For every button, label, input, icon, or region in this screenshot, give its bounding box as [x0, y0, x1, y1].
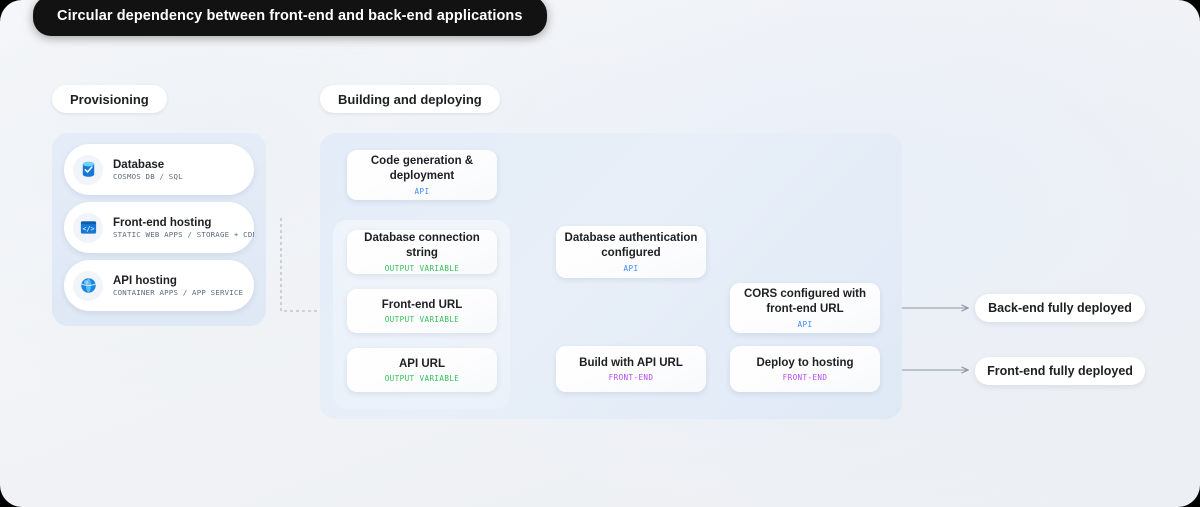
node-database-authentication[interactable]: Database authentication configured API	[556, 226, 706, 278]
node-tag: API	[414, 186, 430, 196]
node-title: Front-end URL	[381, 298, 463, 311]
node-title: Build with API URL	[579, 356, 683, 369]
result-front-end-fully-deployed[interactable]: Front-end fully deployed	[975, 357, 1145, 385]
node-tag: OUTPUT VARIABLE	[384, 263, 460, 273]
node-api-url[interactable]: API URL OUTPUT VARIABLE	[347, 348, 497, 392]
provisioning-card-api-hosting[interactable]: API hosting CONTAINER APPS / APP SERVICE	[64, 260, 254, 311]
globe-icon	[73, 270, 103, 301]
node-code-generation[interactable]: Code generation & deployment API	[347, 150, 497, 200]
result-back-end-fully-deployed[interactable]: Back-end fully deployed	[975, 294, 1145, 322]
node-tag: FRONT-END	[782, 373, 828, 383]
node-deploy-to-hosting[interactable]: Deploy to hosting FRONT-END	[730, 346, 880, 392]
node-title: Deploy to hosting	[756, 356, 854, 369]
node-title: Database authentication configured	[564, 232, 698, 259]
node-title: CORS configured with front-end URL	[743, 288, 867, 315]
provisioning-card-database[interactable]: Database COSMOS DB / SQL	[64, 144, 254, 195]
provisioning-card-front-end-hosting[interactable]: </> Front-end hosting STATIC WEB APPS / …	[64, 202, 254, 253]
provisioning-card-subtitle: CONTAINER APPS / APP SERVICE	[113, 287, 244, 297]
node-title: Database connection string	[364, 232, 480, 259]
page-title: Circular dependency between front-end an…	[33, 0, 547, 36]
provisioning-card-title: Front-end hosting	[113, 216, 212, 229]
section-label-building-deploying: Building and deploying	[320, 85, 500, 113]
node-build-with-api-url[interactable]: Build with API URL FRONT-END	[556, 346, 706, 392]
node-front-end-url[interactable]: Front-end URL OUTPUT VARIABLE	[347, 289, 497, 333]
database-icon	[73, 154, 103, 185]
provisioning-card-subtitle: STATIC WEB APPS / STORAGE + CDN	[113, 229, 254, 239]
svg-text:</>: </>	[82, 225, 94, 233]
code-window-icon: </>	[73, 212, 103, 243]
node-database-connection-string[interactable]: Database connection string OUTPUT VARIAB…	[347, 230, 497, 274]
node-cors-configured[interactable]: CORS configured with front-end URL API	[730, 283, 880, 333]
node-tag: FRONT-END	[608, 373, 654, 383]
node-tag: API	[623, 263, 639, 273]
provisioning-card-title: Database	[113, 158, 165, 171]
provisioning-card-title: API hosting	[113, 274, 177, 287]
node-tag: OUTPUT VARIABLE	[384, 374, 460, 384]
node-tag: OUTPUT VARIABLE	[384, 315, 460, 325]
provisioning-card-subtitle: COSMOS DB / SQL	[113, 171, 183, 181]
node-title: Code generation & deployment	[370, 155, 474, 182]
node-tag: API	[797, 319, 813, 329]
section-label-provisioning: Provisioning	[52, 85, 167, 113]
node-title: API URL	[399, 357, 445, 370]
